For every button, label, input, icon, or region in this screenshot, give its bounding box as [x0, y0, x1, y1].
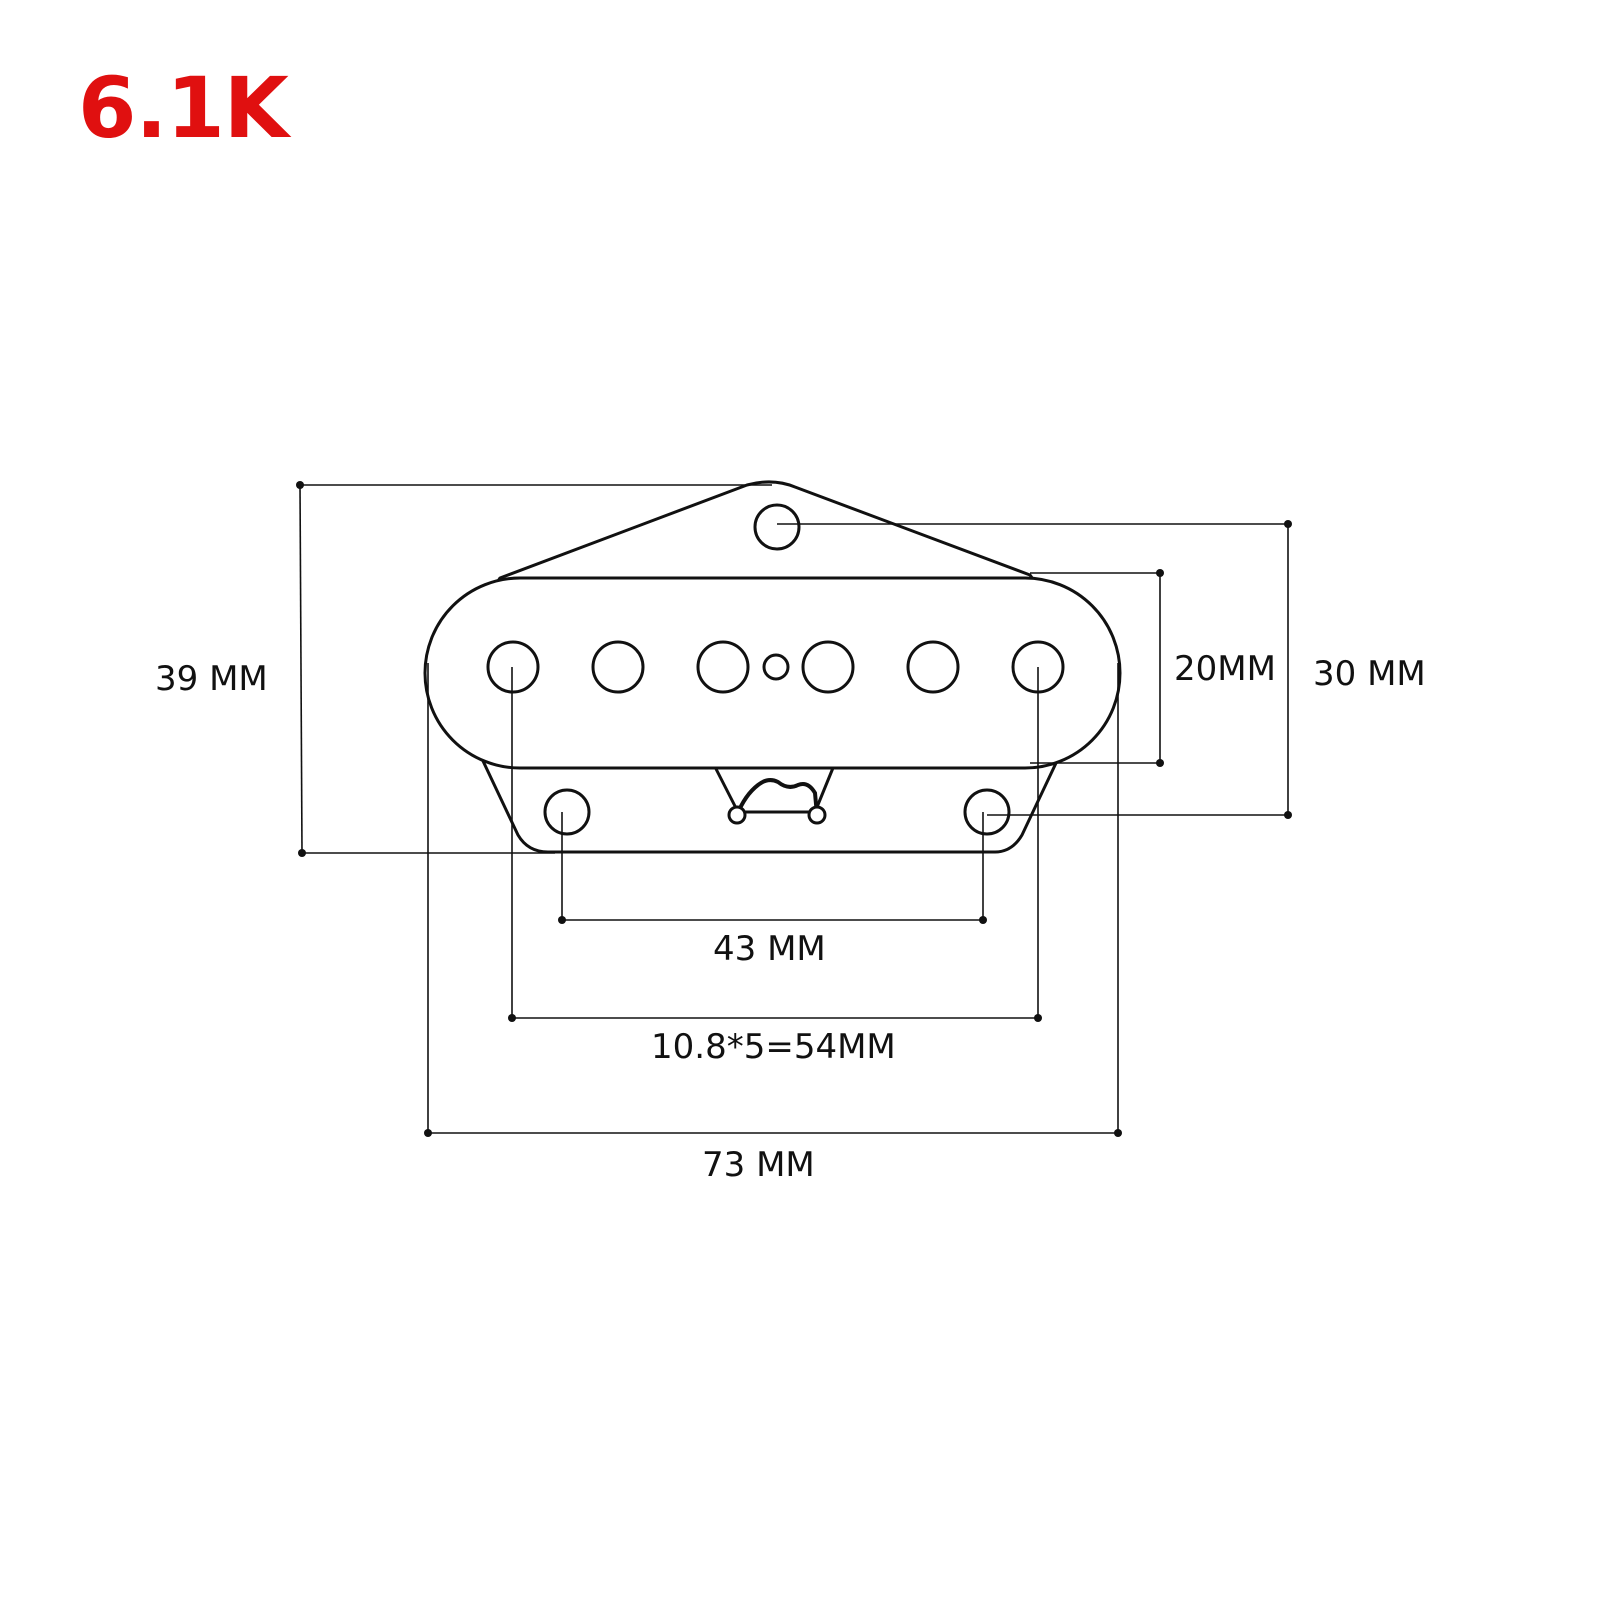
dimension-label-20mm: 20MM [1174, 649, 1276, 689]
dimension-73mm [424, 663, 1122, 1137]
dimension-54mm [508, 667, 1042, 1022]
lead-solder-left [727, 805, 747, 825]
dimension-label-73mm: 73 MM [702, 1145, 815, 1185]
mounting-hole-right [963, 788, 1011, 836]
pole-piece-2 [591, 640, 645, 694]
dimension-43mm [558, 812, 987, 924]
dimension-label-39mm: 39 MM [155, 659, 268, 699]
pole-piece-3 [696, 640, 750, 694]
pole-piece-center-dot [762, 653, 790, 681]
mounting-hole-top [753, 503, 801, 551]
lead-wire [735, 778, 819, 817]
lead-solder-right [807, 805, 827, 825]
pole-piece-1 [486, 640, 540, 694]
pole-piece-4 [801, 640, 855, 694]
pole-piece-5 [906, 640, 960, 694]
dimension-30mm [777, 520, 1292, 819]
dimension-label-30mm: 30 MM [1313, 654, 1426, 694]
dimension-20mm [1030, 569, 1164, 767]
resistance-title: 6.1K [78, 59, 289, 157]
mounting-hole-left [543, 788, 591, 836]
dimension-label-54mm: 10.8*5=54MM [651, 1027, 896, 1067]
dimension-label-43mm: 43 MM [713, 929, 826, 969]
